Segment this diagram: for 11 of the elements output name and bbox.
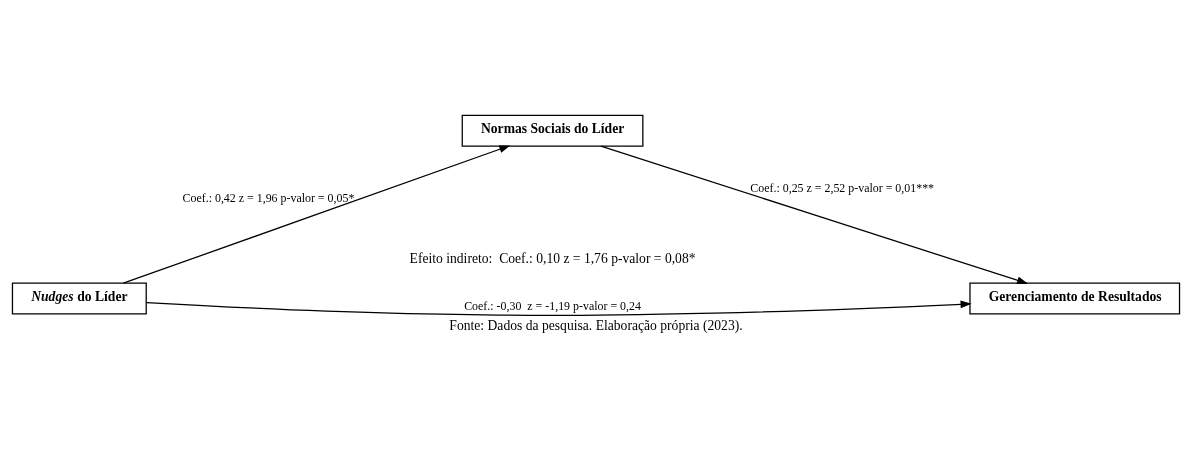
arrow — [122, 144, 511, 284]
node-box: Nudges do Líder — [11, 282, 147, 315]
arrow — [600, 144, 1029, 284]
edge-label: Coef.: -0,30 z = -1,19 p-valor = 0,24 — [464, 298, 641, 313]
label: Efeito indireto: Coef.: 0,10 z = 1,76 p-valor = 0,08* — [409, 250, 696, 266]
arrow — [145, 299, 972, 316]
node-box: Normas Sociais do Líder — [461, 114, 644, 147]
edge-label: Coef.: 0,25 z = 2,52 p-valor = 0,01*** — [750, 180, 935, 195]
node-box: Gerenciamento de Resultados — [969, 282, 1181, 315]
edge-label: Coef.: 0,42 z = 1,96 p-valor = 0,05* — [182, 190, 355, 205]
caption: Fonte: Dados da pesquisa. Elaboração própria (2023). — [449, 317, 743, 333]
